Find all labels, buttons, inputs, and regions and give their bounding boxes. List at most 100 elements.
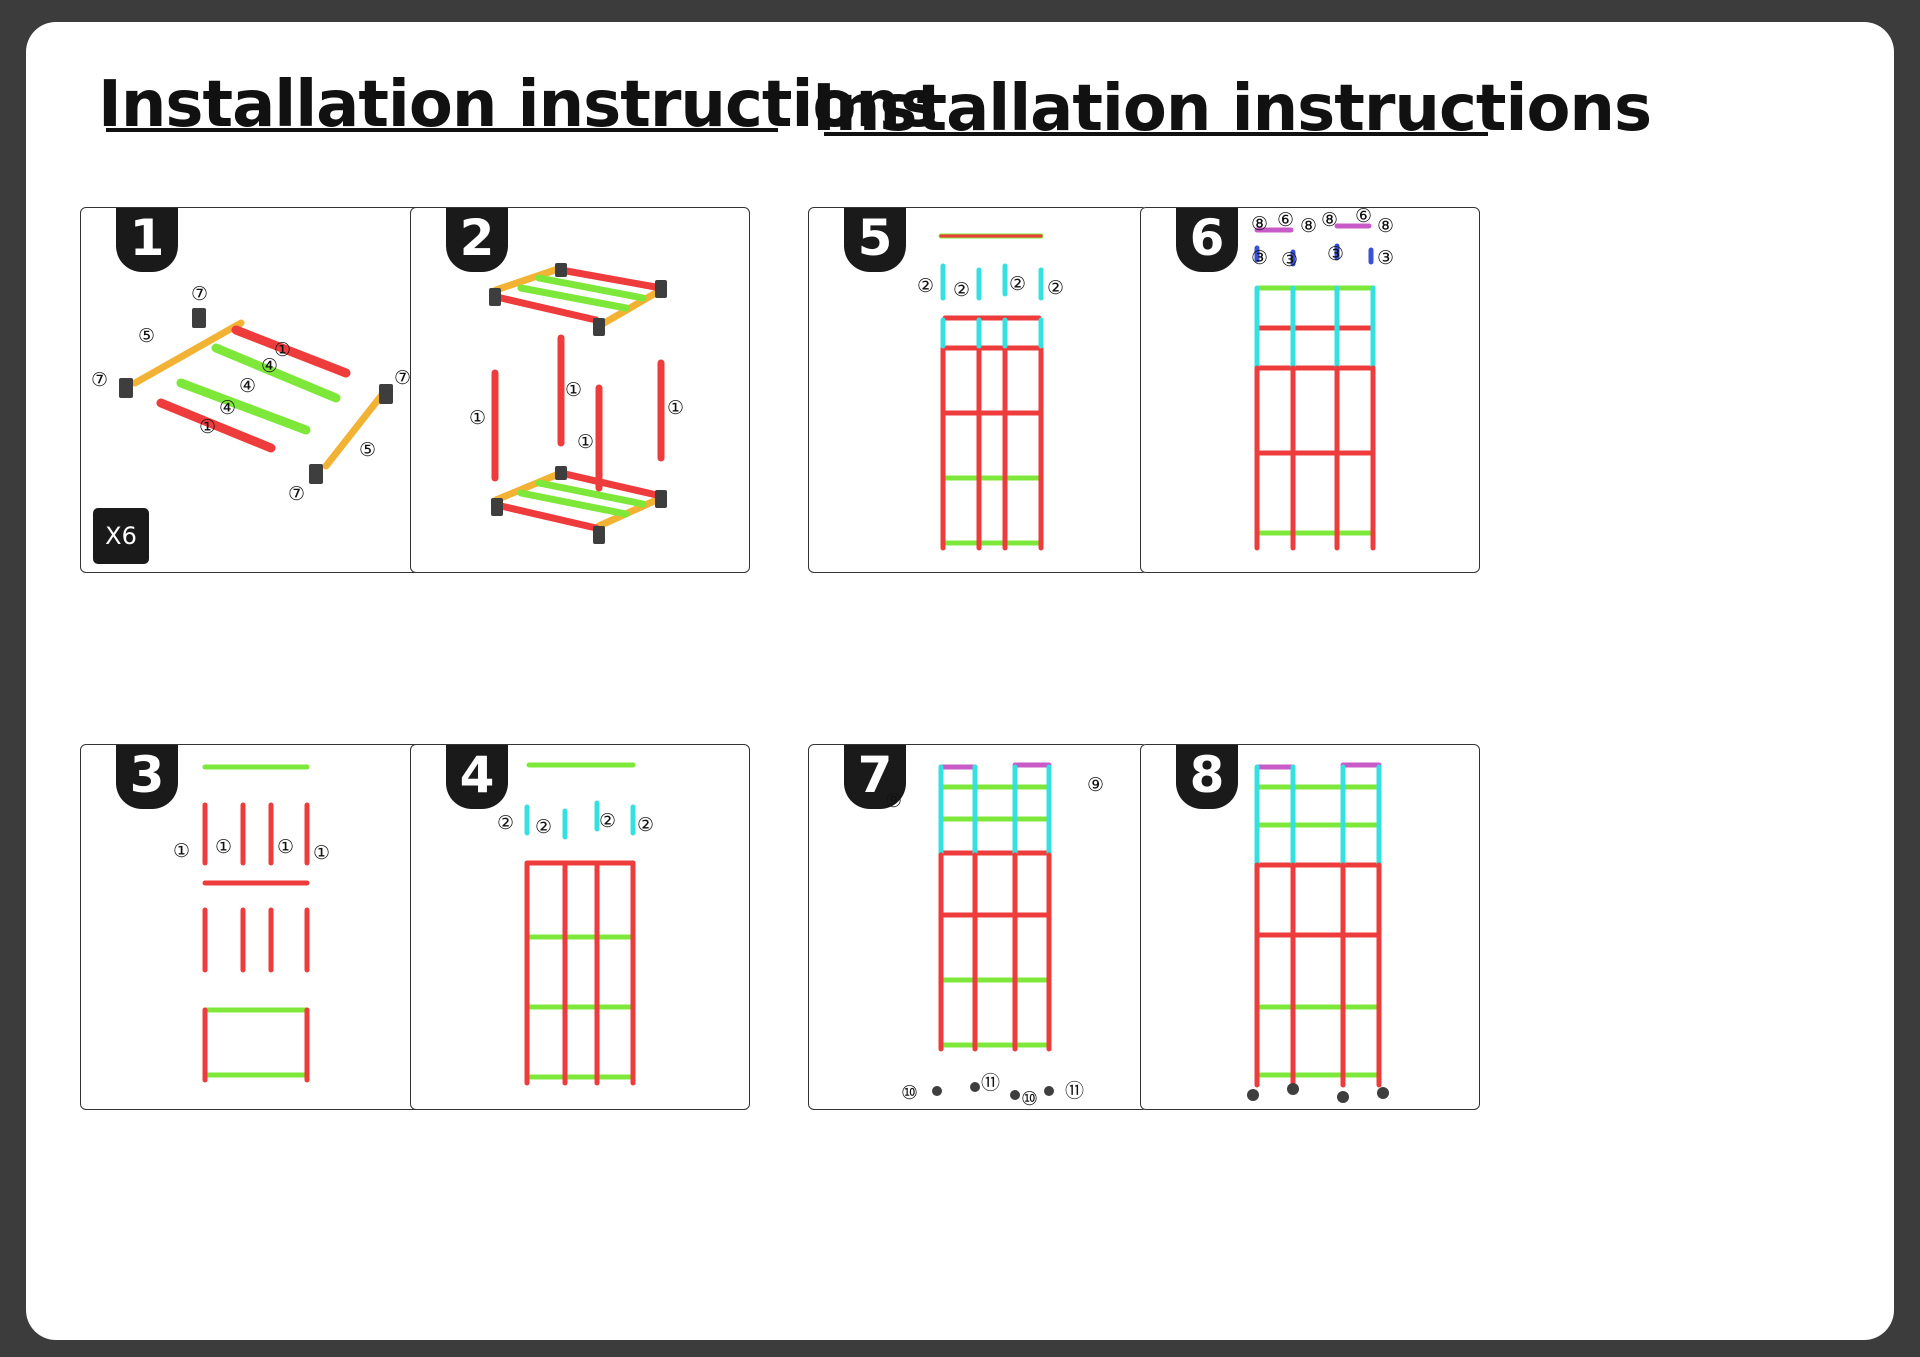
part-label: ②	[535, 816, 552, 838]
part-label: ④	[239, 375, 256, 397]
part-label: ⑦	[288, 483, 305, 505]
step-7-badge: 7	[844, 745, 906, 809]
caster-wheel	[1010, 1090, 1020, 1100]
green-tube	[535, 274, 647, 302]
step-4-panel: 4 ② ② ② ②	[410, 744, 750, 1110]
step-3-panel: 3 ① ① ① ①	[80, 744, 420, 1110]
corner-connector	[593, 318, 605, 336]
green-tube	[535, 479, 647, 508]
step-1-illustration: ⑦ ⑤ ① ④ ④ ④ ① ⑦ ⑦ ⑤ ⑦	[91, 283, 411, 505]
part-label: ①	[469, 407, 486, 429]
caster-wheel	[1247, 1089, 1259, 1101]
part-label: ⑦	[394, 367, 411, 389]
part-label: ⑥	[1355, 208, 1372, 227]
part-label: ⑤	[359, 439, 376, 461]
part-label: ②	[953, 279, 970, 301]
part-label: ①	[565, 379, 582, 401]
caster-wheel	[1377, 1087, 1389, 1099]
part-label: ①	[667, 397, 684, 419]
part-label: ⑨	[1087, 774, 1104, 796]
part-label: ①	[199, 416, 216, 438]
corner-connector	[655, 280, 667, 298]
yellow-tube	[595, 286, 665, 330]
part-label: ①	[173, 840, 190, 862]
part-label: ①	[277, 836, 294, 858]
step-7-illustration: ⑨ ⑨ ⑩ ⑪ ⑩ ⑪	[885, 762, 1104, 1109]
step-6-panel: 6	[1140, 207, 1480, 573]
green-tube	[176, 378, 311, 435]
step-5-illustration: ② ② ② ②	[917, 233, 1064, 551]
green-tube	[211, 343, 341, 403]
caster-wheel	[1337, 1091, 1349, 1103]
part-label: ②	[497, 812, 514, 834]
corner-connector	[379, 384, 393, 404]
yellow-tube	[492, 264, 565, 294]
step-5-panel: 5	[808, 207, 1148, 573]
step-8-badge: 8	[1176, 745, 1238, 809]
part-label: ②	[637, 814, 654, 836]
step-2-panel: 2	[410, 207, 750, 573]
green-tube	[517, 489, 630, 518]
step-6-illustration: ⑧ ⑥ ⑧ ⑧ ⑥ ⑧ ③ ③ ③ ③	[1251, 208, 1394, 551]
step-1-panel: 1 X6 ⑦ ⑤ ① ④ ④ ④	[80, 207, 420, 573]
corner-connector	[555, 466, 567, 480]
step-4-badge: 4	[446, 745, 508, 809]
caster-wheel	[970, 1082, 980, 1092]
step-3-illustration: ① ① ① ①	[173, 764, 330, 1083]
part-label: ⑥	[1277, 209, 1294, 231]
title-underline-right	[824, 132, 1488, 136]
part-label: ⑨	[885, 790, 902, 812]
part-label: ②	[1009, 273, 1026, 295]
part-label: ⑧	[1300, 215, 1317, 237]
part-label: ①	[215, 836, 232, 858]
red-tube	[156, 398, 276, 453]
step-4-illustration: ② ② ② ②	[497, 762, 654, 1086]
red-tube	[557, 469, 665, 500]
corner-connector	[309, 464, 323, 484]
part-label: ④	[219, 397, 236, 419]
part-label: ⑧	[1377, 215, 1394, 237]
green-tube	[517, 284, 630, 312]
step-5-badge: 5	[844, 208, 906, 272]
corner-connector	[192, 308, 206, 328]
part-label: ④	[261, 355, 278, 377]
corner-connector	[489, 288, 501, 306]
step-2-badge: 2	[446, 208, 508, 272]
yellow-tube	[492, 469, 565, 504]
step-7-panel: 7	[808, 744, 1148, 1110]
part-label: ⑩	[1021, 1088, 1038, 1109]
step-3-badge: 3	[116, 745, 178, 809]
title-underline-left	[106, 128, 778, 132]
part-label: ③	[1281, 249, 1298, 271]
caster-wheel	[1287, 1083, 1299, 1095]
step-2-illustration: ① ① ① ①	[469, 263, 684, 544]
corner-connector	[119, 378, 133, 398]
part-label: ③	[1327, 243, 1344, 265]
red-tube	[557, 266, 665, 292]
part-label: ⑤	[138, 325, 155, 347]
corner-connector	[491, 498, 503, 516]
instruction-sheet: Installation instructions Installation i…	[26, 22, 1894, 1340]
part-label: ⑪	[1065, 1080, 1084, 1102]
part-label: ⑧	[1321, 209, 1338, 231]
step-1-badge: 1	[116, 208, 178, 272]
part-label: ①	[577, 431, 594, 453]
part-label: ②	[599, 810, 616, 832]
part-label: ⑩	[901, 1082, 918, 1104]
part-label: ⑦	[191, 283, 208, 305]
part-label: ①	[313, 842, 330, 864]
caster-wheel	[932, 1086, 942, 1096]
step-6-badge: 6	[1176, 208, 1238, 272]
part-label: ①	[274, 339, 291, 361]
red-tube	[231, 325, 351, 378]
caster-wheel	[1044, 1086, 1054, 1096]
part-label: ⑦	[91, 369, 108, 391]
quantity-badge: X6	[93, 508, 149, 564]
corner-connector	[655, 490, 667, 508]
step-8-illustration	[1247, 762, 1389, 1103]
part-label: ②	[1047, 277, 1064, 299]
yellow-tube	[322, 392, 385, 470]
part-label: ③	[1377, 247, 1394, 269]
red-tube	[497, 294, 600, 324]
part-label: ③	[1251, 247, 1268, 269]
